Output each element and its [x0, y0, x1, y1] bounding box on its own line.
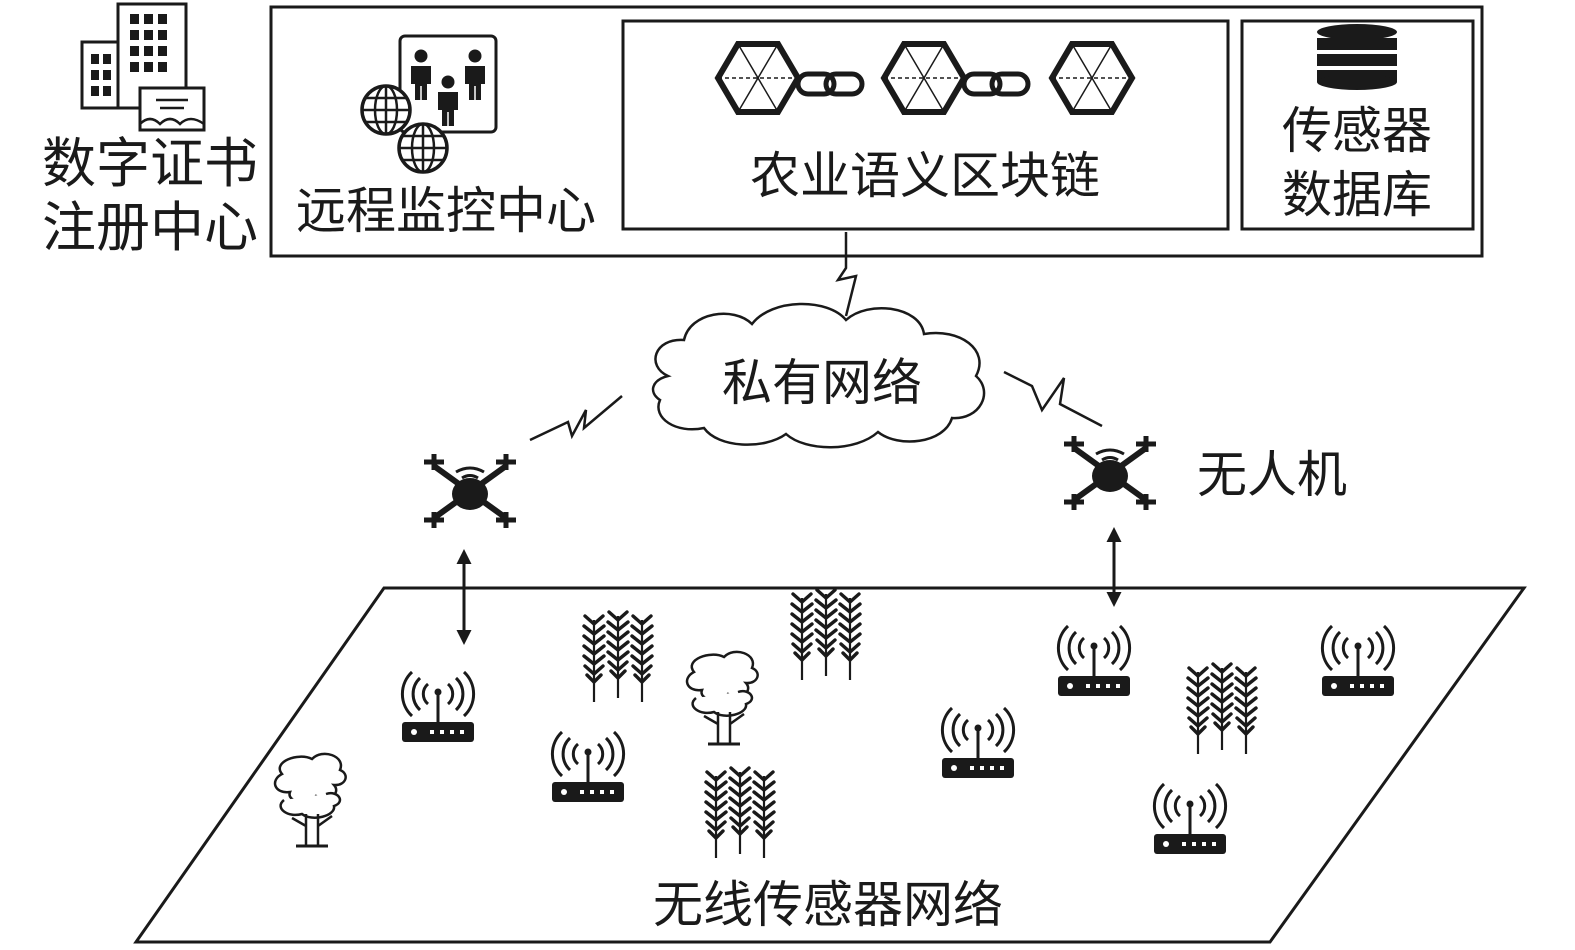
blockchain-box: [621, 19, 1230, 231]
router-icon: [550, 730, 626, 804]
uav-label: 无人机: [1197, 446, 1347, 504]
router-icon: [400, 670, 476, 744]
lightning-link-icon: [529, 395, 623, 442]
drone-icon: [1064, 436, 1156, 510]
router-icon: [1320, 624, 1396, 698]
router-icon: [1056, 624, 1132, 698]
blockchain-label: 农业语义区块链: [750, 147, 1100, 205]
lightning-link-icon: [835, 232, 858, 317]
lightning-link-icon: [1003, 370, 1103, 428]
ca-label-line2: 注册中心: [42, 196, 258, 259]
drone-icon: [424, 454, 516, 528]
db-label-line2: 数据库: [1282, 166, 1432, 224]
wheat-icon: [792, 590, 860, 680]
people-icon: [398, 34, 498, 134]
monitor-label: 远程监控中心: [296, 182, 596, 240]
network-label: 私有网络: [722, 354, 922, 412]
database-box: [1240, 19, 1475, 231]
tree-icon: [273, 752, 348, 848]
wheat-icon: [1188, 664, 1256, 754]
blockchain-icon: [718, 44, 1132, 112]
wheat-icon: [706, 768, 774, 858]
backend-box: [269, 5, 1484, 258]
router-icon: [940, 706, 1016, 780]
db-label-line1: 传感器: [1282, 102, 1432, 160]
cloud-icon: [651, 302, 986, 449]
wsn-label: 无线传感器网络: [653, 876, 1003, 934]
database-icon: [1317, 24, 1397, 90]
wheat-icon: [584, 612, 652, 702]
sensor-field: [133, 586, 1527, 944]
building-icon: [80, 2, 206, 132]
globe-icon: [360, 84, 412, 136]
router-icon: [1152, 782, 1228, 856]
ca-label-line1: 数字证书: [42, 132, 258, 195]
tree-icon: [685, 650, 760, 746]
globe-icon: [397, 122, 449, 174]
